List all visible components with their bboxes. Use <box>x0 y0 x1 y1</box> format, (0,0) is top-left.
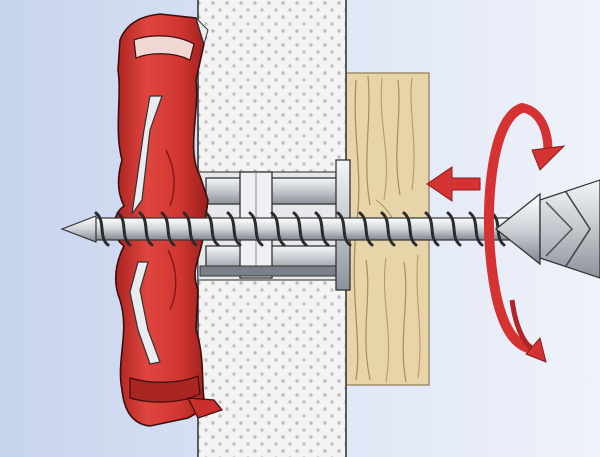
screw-thread <box>116 211 132 247</box>
screw-thread <box>138 211 154 247</box>
screw-thread <box>292 211 308 247</box>
screwdriver <box>539 179 600 279</box>
screw-threads <box>94 211 506 247</box>
screw-thread <box>314 211 330 247</box>
screw-thread <box>248 211 264 247</box>
screw-thread <box>270 211 286 247</box>
screw-thread <box>446 211 462 247</box>
screw-thread <box>468 211 484 247</box>
left-arrow-icon <box>426 166 481 202</box>
screw-thread <box>380 211 396 247</box>
screw-tip <box>60 215 97 243</box>
screw-shaft <box>91 217 533 241</box>
screw-thread <box>402 211 418 247</box>
screw-thread <box>424 211 440 247</box>
screw <box>60 192 541 266</box>
screw-thread <box>204 211 220 247</box>
screw-thread <box>358 211 374 247</box>
screw-thread <box>182 211 198 247</box>
screw-thread <box>94 211 110 247</box>
clockwise-rotation-icon <box>483 103 566 363</box>
screw-thread <box>160 211 176 247</box>
screw-thread <box>226 211 242 247</box>
screw-thread <box>336 211 352 247</box>
